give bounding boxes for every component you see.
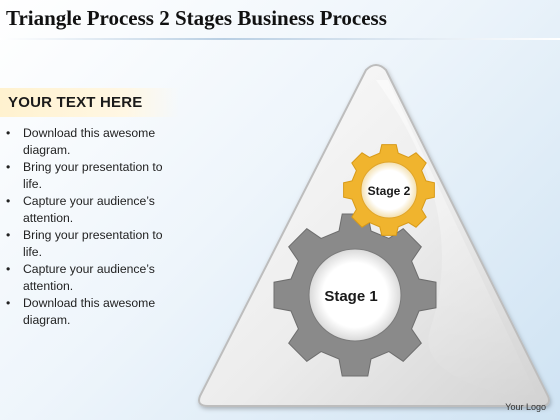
- bullet-text: Bring your presentation to life.: [23, 160, 163, 191]
- bullet-item: • Bring your presentation to life.: [6, 159, 180, 192]
- bullet-text: Capture your audience’s attention.: [23, 194, 155, 225]
- text-panel: YOUR TEXT HERE • Download this awesome di…: [0, 88, 180, 329]
- bullet-text: Download this awesome diagram.: [23, 296, 156, 327]
- bullet-text: Download this awesome diagram.: [23, 126, 156, 157]
- panel-heading: YOUR TEXT HERE: [0, 88, 180, 117]
- stage-2-label: Stage 2: [368, 184, 411, 198]
- stage-2-gear: Stage 2: [343, 144, 435, 236]
- gear-hub: [308, 248, 402, 342]
- bullet-icon: •: [6, 194, 11, 208]
- bullet-icon: •: [6, 228, 11, 242]
- bullet-item: • Capture your audience’s attention.: [6, 193, 180, 226]
- bullet-item: • Capture your audience’s attention.: [6, 261, 180, 294]
- bullet-list: • Download this awesome diagram. • Bring y…: [0, 125, 180, 328]
- bullet-icon: •: [6, 262, 11, 276]
- gear-hub: [360, 161, 418, 219]
- stage-1-gear: Stage 1: [273, 213, 437, 377]
- stage-1-label: Stage 1: [324, 288, 377, 305]
- slide-title: Triangle Process 2 Stages Business Proce…: [6, 6, 387, 30]
- bullet-icon: •: [6, 296, 11, 310]
- bullet-icon: •: [6, 126, 11, 140]
- bullet-text: Bring your presentation to life.: [23, 228, 163, 259]
- bullet-icon: •: [6, 160, 11, 174]
- bullet-item: • Download this awesome diagram.: [6, 295, 180, 328]
- bullet-item: • Download this awesome diagram.: [6, 125, 180, 158]
- footer-logo: Your Logo: [505, 402, 546, 412]
- triangle-highlight: [376, 80, 540, 402]
- title-divider: [0, 38, 560, 40]
- bullet-text: Capture your audience’s attention.: [23, 262, 155, 293]
- bullet-item: • Bring your presentation to life.: [6, 227, 180, 260]
